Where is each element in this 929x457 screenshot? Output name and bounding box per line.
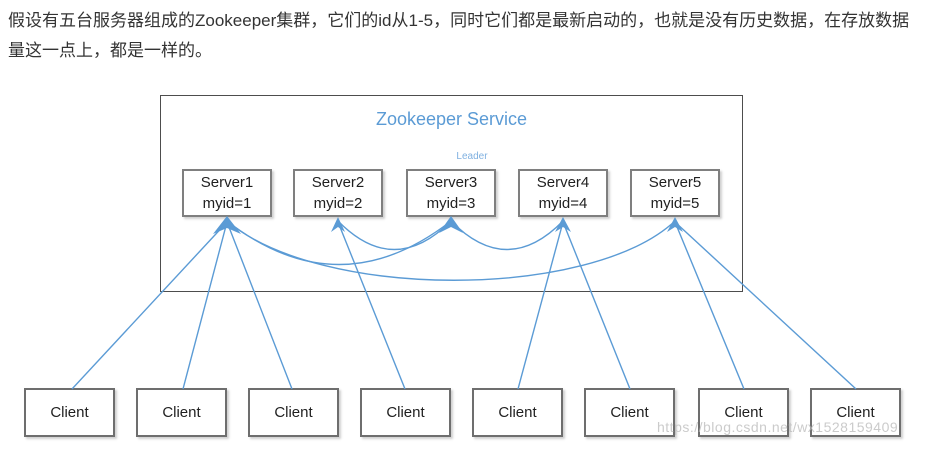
server-name: Server1: [200, 174, 254, 191]
client-label: Client: [386, 404, 425, 421]
server-myid: myid=1: [202, 195, 252, 212]
client-box-2: Client: [136, 388, 227, 437]
server-box-4: Server4 myid=4: [518, 169, 608, 217]
server-myid: myid=2: [313, 195, 363, 212]
server-myid: myid=4: [538, 195, 588, 212]
client-label: Client: [836, 404, 875, 421]
server-box-1: Server1 myid=1: [182, 169, 272, 217]
client-label: Client: [724, 404, 763, 421]
server-box-2: Server2 myid=2: [293, 169, 383, 217]
server-myid: myid=5: [650, 195, 700, 212]
client-label: Client: [162, 404, 201, 421]
client-box-5: Client: [472, 388, 563, 437]
server-name: Server5: [648, 174, 702, 191]
intro-paragraph: 假设有五台服务器组成的Zookeeper集群，它们的id从1-5，同时它们都是最…: [8, 11, 910, 60]
client-label: Client: [498, 404, 537, 421]
client-box-1: Client: [24, 388, 115, 437]
client-label: Client: [610, 404, 649, 421]
server-name: Server4: [536, 174, 590, 191]
client-label: Client: [50, 404, 89, 421]
watermark: https://blog.csdn.net/wx1528159409: [657, 419, 899, 435]
server-name: Server3: [424, 174, 478, 191]
client-box-4: Client: [360, 388, 451, 437]
server-myid: myid=3: [426, 195, 476, 212]
client-label: Client: [274, 404, 313, 421]
zookeeper-service-title: Zookeeper Service: [375, 109, 528, 129]
server-name: Server2: [311, 174, 365, 191]
server-box-5: Server5 myid=5: [630, 169, 720, 217]
server-box-3: Server3 myid=3: [406, 169, 496, 217]
leader-label: Leader: [456, 151, 488, 162]
client-box-3: Client: [248, 388, 339, 437]
